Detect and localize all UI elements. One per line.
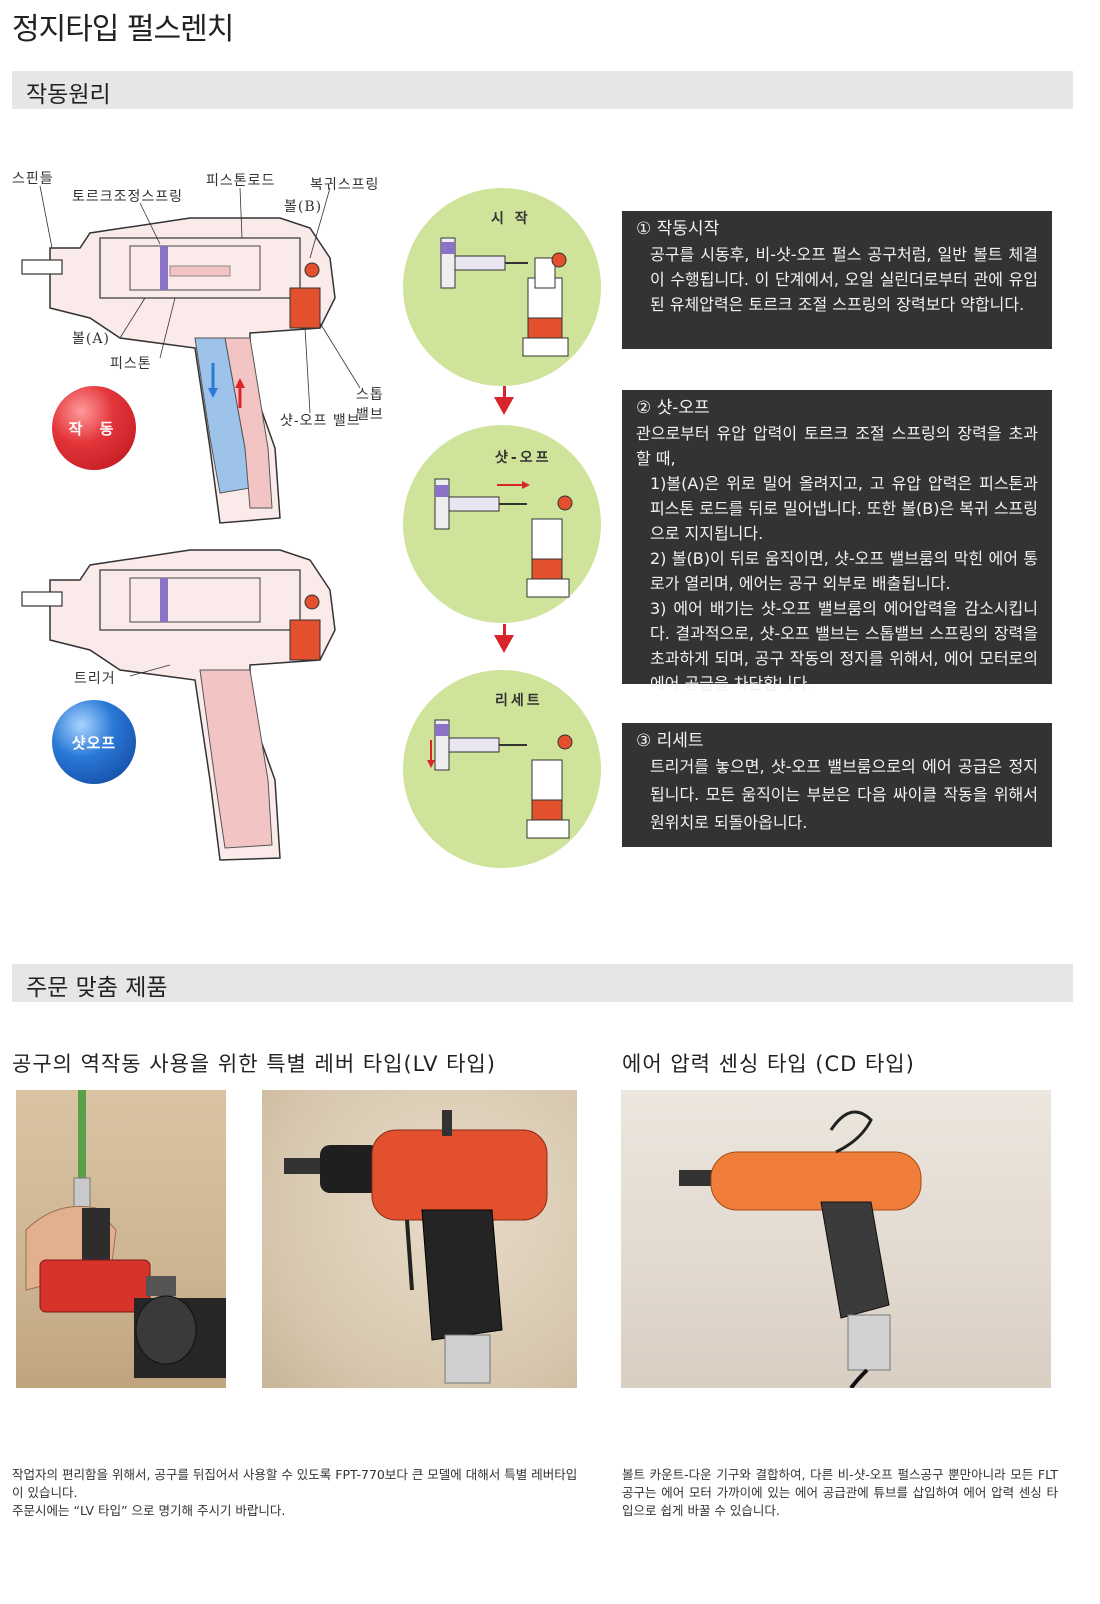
step-shutoff-line-2: 2) 볼(B)이 뒤로 움직이면, 샷-오프 밸브룸의 막힌 에어 통로가 열리…	[650, 549, 1038, 593]
step-start-box: ① 작동시작 공구를 시동후, 비-샷-오프 펄스 공구처럼, 일반 볼트 체결…	[622, 211, 1052, 349]
cd-type-photo-tool-drawing	[679, 1110, 922, 1388]
label-ball-b: 볼(B)	[284, 199, 323, 215]
lv-type-photo-hand	[16, 1090, 226, 1388]
arrow-stem-2	[503, 624, 506, 636]
step-reset-box: ③ 리세트 트리거를 놓으면, 샷-오프 밸브룸으로의 에어 공급은 정지됩니다…	[622, 723, 1052, 847]
label-stop-valve: 스톱 밸브	[356, 387, 384, 423]
cd-type-photo-tool	[621, 1090, 1051, 1388]
down-arrow-icon	[494, 397, 514, 415]
label-spindle: 스핀들	[12, 171, 54, 187]
tool-cutaway-active-drawing	[21, 185, 361, 524]
tool-cutaway-active: 스핀들 토르크조정스프링 피스톤로드 복귀스프링 볼(B) 볼(A) 피스톤 스…	[10, 148, 400, 528]
step-start-heading: ① 작동시작	[636, 219, 720, 239]
step-start-text: 공구를 시동후, 비-샷-오프 펄스 공구처럼, 일반 볼트 체결이 수행됩니다…	[650, 245, 1038, 314]
stage-shutoff-circle: 샷-오프	[403, 425, 601, 623]
stage-reset-drawing	[427, 719, 573, 839]
step-shutoff-intro: 관으로부터 유압 압력이 토르크 조절 스프링의 장력을 초과할 때,	[636, 424, 1038, 468]
section-header-custom: 주문 맞춤 제품	[12, 964, 1073, 1002]
lv-type-photo-hand-drawing	[25, 1090, 226, 1378]
arrow-stem-1	[503, 386, 506, 398]
tool-cutaway-shutoff-drawing	[21, 549, 336, 861]
step-shutoff-line-1: 1)볼(A)은 위로 밀어 올려지고, 고 유압 압력은 피스톤과 피스톤 로드…	[650, 474, 1038, 543]
stage-start-label: 시 작	[491, 211, 531, 227]
section-header-principle: 작동원리	[12, 71, 1073, 109]
stage-shutoff-label: 샷-오프	[495, 450, 552, 466]
label-torque-spring: 토르크조정스프링	[72, 189, 184, 205]
label-shutoff-valve: 샷-오프 밸브	[280, 413, 361, 429]
down-arrow-icon	[494, 635, 514, 653]
step-reset-heading: ③ 리세트	[636, 731, 704, 751]
step-shutoff-heading: ② 샷-오프	[636, 398, 710, 418]
stage-start-circle: 시 작	[403, 188, 601, 386]
state-active-badge: 작 동	[52, 386, 136, 470]
label-ball-a: 볼(A)	[72, 331, 110, 347]
step-shutoff-line-3: 3) 에어 배기는 샷-오프 밸브룸의 에어압력을 감소시킵니다. 결과적으로,…	[650, 599, 1038, 693]
stage-reset-circle: 리세트	[403, 670, 601, 868]
stage-start-drawing	[440, 237, 569, 357]
lv-type-heading: 공구의 역작동 사용을 위한 특별 레버 타입(LV 타입)	[12, 1052, 496, 1076]
cd-type-caption-line-1: 볼트 카운트-다운 기구와 결합하여, 다른 비-샷-오프 펄스공구 뿐만아니라…	[622, 1467, 1058, 1518]
label-piston-rod: 피스톤로드	[206, 173, 276, 189]
stage-shutoff-drawing	[434, 478, 573, 598]
lv-type-caption-line-1: 작업자의 편리함을 위해서, 공구를 뒤집어서 사용할 수 있도록 FPT-77…	[12, 1467, 578, 1500]
label-return-spring: 복귀스프링	[310, 177, 380, 193]
lv-type-caption: 작업자의 편리함을 위해서, 공구를 뒤집어서 사용할 수 있도록 FPT-77…	[12, 1466, 580, 1520]
page-title: 정지타입 펄스렌치	[12, 12, 234, 47]
label-trigger: 트리거	[74, 671, 116, 687]
step-shutoff-box: ② 샷-오프 관으로부터 유압 압력이 토르크 조절 스프링의 장력을 초과할 …	[622, 390, 1052, 693]
section-title: 작동원리	[26, 82, 111, 108]
lv-type-caption-line-2: 주문시에는 “LV 타입” 으로 명기해 주시기 바랍니다.	[12, 1503, 286, 1518]
section-title: 주문 맞춤 제품	[26, 975, 168, 1001]
label-piston: 피스톤	[110, 356, 152, 372]
tool-cutaway-shutoff: 트리거	[10, 540, 340, 870]
lv-type-photo-tool-drawing	[284, 1110, 548, 1384]
stage-reset-label: 리세트	[495, 693, 543, 709]
lv-type-photo-tool	[262, 1090, 577, 1388]
state-shutoff-badge: 샷오프	[52, 700, 136, 784]
cd-type-heading: 에어 압력 센싱 타입 (CD 타입)	[622, 1052, 915, 1076]
step-reset-text: 트리거를 놓으면, 샷-오프 밸브룸으로의 에어 공급은 정지됩니다. 모든 움…	[650, 757, 1038, 832]
cd-type-caption: 볼트 카운트-다운 기구와 결합하여, 다른 비-샷-오프 펄스공구 뿐만아니라…	[622, 1466, 1058, 1520]
